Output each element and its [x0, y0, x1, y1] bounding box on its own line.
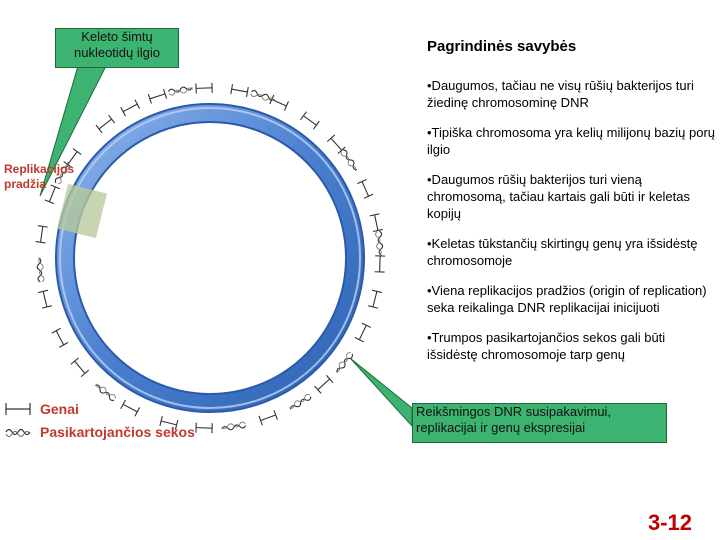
property-item: •Daugumos rūšių bakterijos turi vieną ch…	[427, 171, 717, 222]
gene-marker	[196, 423, 212, 434]
callout-segment-length: Keleto šimtų nukleotidų ilgio	[55, 28, 179, 68]
property-item: •Keletas tūkstančių skirtingų genų yra i…	[427, 235, 717, 269]
callout-bottom-pointer	[350, 358, 412, 426]
repeat-marker	[375, 231, 383, 255]
replication-origin-line-1: Replikacijos	[4, 162, 74, 177]
gene-marker	[71, 358, 89, 377]
repeat-marker	[94, 382, 117, 402]
property-item: •Viena replikacijos pradžios (origin of …	[427, 282, 717, 316]
callout-bottom-line-2: replikacijai ir genų ekspresijai	[416, 420, 666, 436]
repeat-marker	[168, 86, 193, 96]
callout-repeats-significance: Reikšmingos DNR susipakavimui, replikaci…	[412, 403, 667, 443]
gene-marker	[148, 89, 166, 103]
gene-marker	[231, 84, 248, 97]
legend-repeats-label: Pasikartojančios sekos	[40, 424, 195, 440]
gene-legend-icon	[6, 403, 30, 415]
gene-marker	[327, 135, 345, 154]
replication-origin-line-2: pradžia	[4, 177, 74, 192]
gene-marker	[38, 290, 52, 308]
slide-number: 3-12	[648, 510, 692, 536]
gene-marker	[314, 375, 333, 393]
gene-marker	[370, 214, 383, 232]
gene-marker	[121, 100, 140, 116]
repeat-marker	[288, 393, 312, 411]
repeat-marker	[37, 258, 45, 282]
callout-top-line-1: Keleto šimtų	[56, 29, 178, 45]
gene-marker	[196, 83, 212, 94]
properties-panel: Pagrindinės savybės •Daugumos, tačiau ne…	[427, 38, 717, 376]
replication-origin-label: Replikacijos pradžia	[4, 162, 74, 192]
gene-marker	[301, 112, 320, 129]
property-item: •Daugumos, tačiau ne visų rūšių bakterij…	[427, 77, 717, 111]
gene-marker	[36, 226, 48, 243]
property-item: •Trumpos pasikartojančios sekos gali būt…	[427, 329, 717, 363]
callout-bottom-line-1: Reikšmingos DNR susipakavimui,	[416, 404, 666, 420]
gene-marker	[52, 328, 68, 347]
repeat-marker	[334, 351, 354, 374]
callout-top-line-2: nukleotidų ilgio	[56, 45, 178, 61]
gene-marker	[368, 290, 382, 308]
property-item: •Tipiška chromosoma yra kelių milijonų b…	[427, 124, 717, 158]
legend-genes-label: Genai	[40, 401, 79, 417]
gene-marker	[357, 180, 373, 199]
gene-marker	[259, 410, 277, 425]
ring-marks	[36, 83, 386, 433]
gene-marker	[375, 256, 386, 272]
gene-marker	[121, 400, 140, 416]
gene-marker	[355, 323, 371, 342]
properties-title: Pagrindinės savybės	[427, 38, 717, 55]
gene-marker	[270, 95, 289, 111]
repeat-marker	[221, 422, 246, 431]
repeat-marker	[340, 149, 359, 172]
gene-marker	[96, 115, 115, 133]
